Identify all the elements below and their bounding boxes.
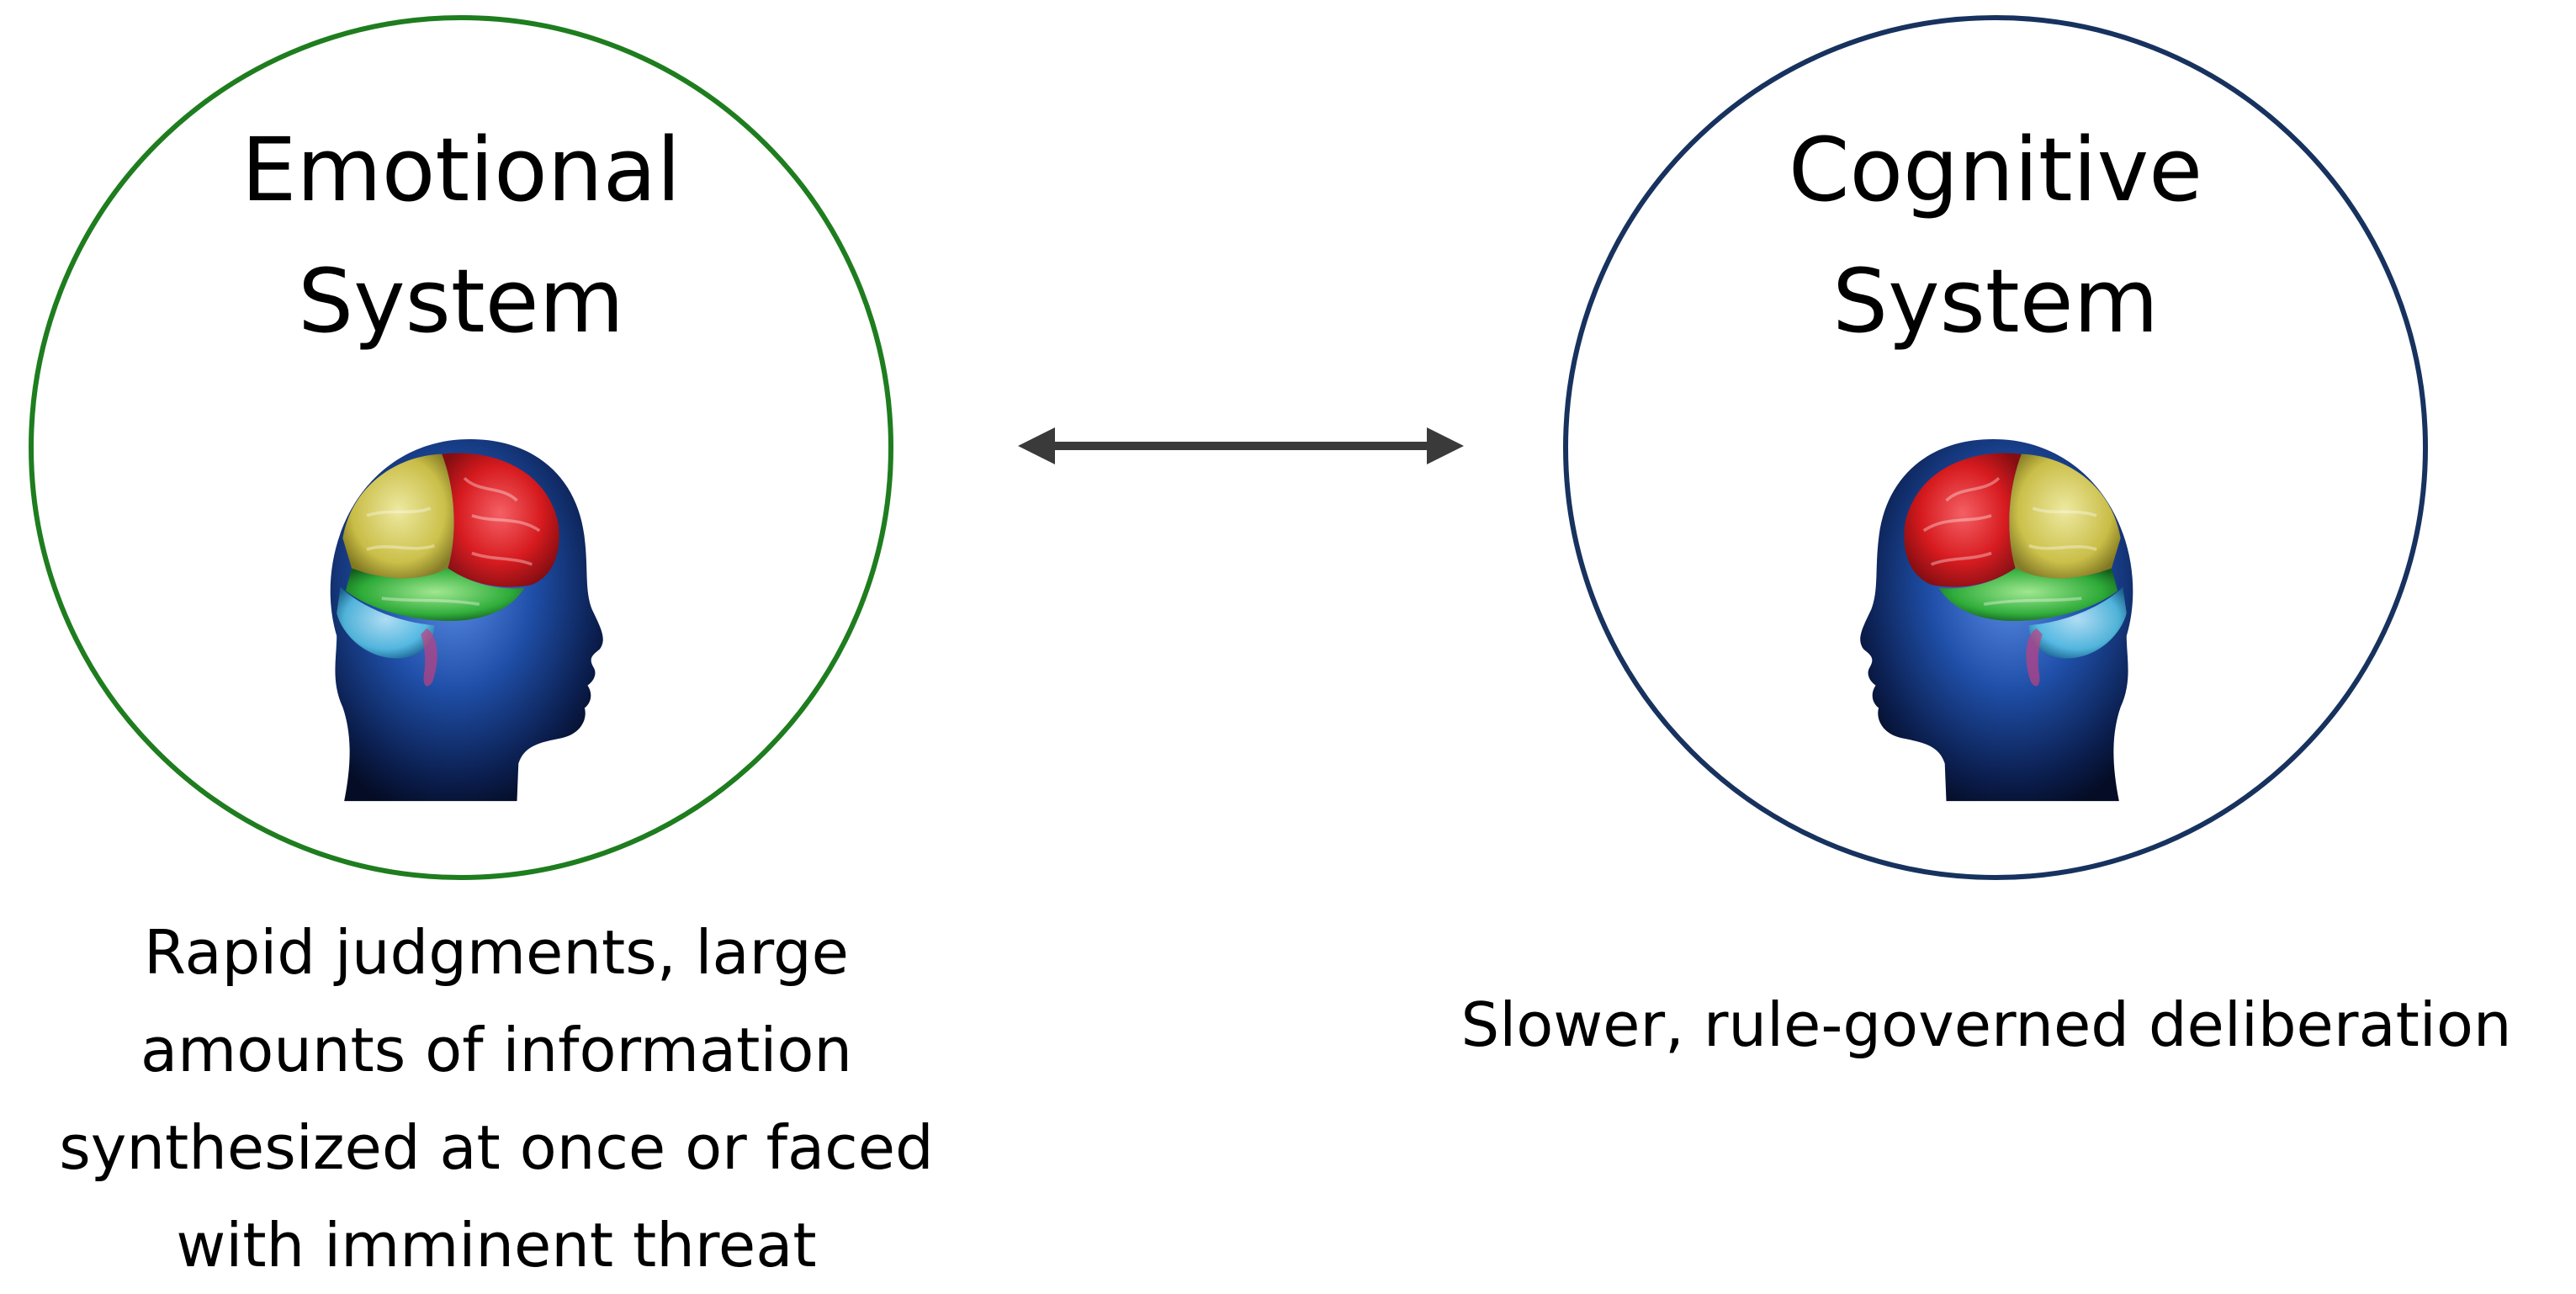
cognitive-system-caption: Slower, rule-governed deliberation [1460, 989, 2512, 1060]
emotional-system-caption: Rapid judgments, large amounts of inform… [59, 917, 934, 1281]
brain-head-icon [1858, 438, 2135, 803]
cognitive-system-title: Cognitive System [1788, 119, 2203, 353]
cognitive-system-circle: Cognitive System [1563, 15, 2428, 880]
brain-head-icon [328, 438, 605, 803]
double-headed-arrow-icon [1018, 427, 1464, 464]
emotional-system-circle: Emotional System [29, 15, 893, 880]
emotional-system-title: Emotional System [241, 119, 681, 353]
